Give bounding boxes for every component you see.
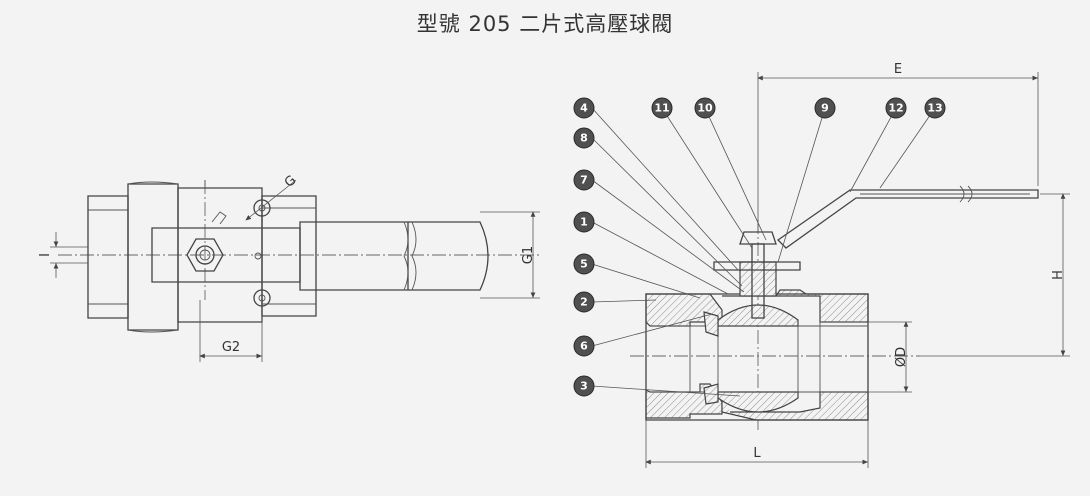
dim-E-label: E [894, 62, 902, 77]
side-view: I G G1 G2 [38, 173, 540, 362]
dim-OD-label: ØD [894, 347, 909, 367]
dim-G2-label: G2 [222, 340, 240, 355]
dim-G-label: G [282, 173, 299, 191]
callout-12: 12 [885, 97, 907, 119]
callout-9: 9 [814, 97, 836, 119]
svg-text:12: 12 [888, 102, 903, 115]
svg-text:6: 6 [580, 340, 588, 353]
dim-G1-label: G1 [521, 246, 536, 264]
section-handle [776, 189, 1039, 249]
svg-text:13: 13 [927, 102, 942, 115]
callout-1: 1 [573, 211, 595, 233]
side-stem-nut [186, 238, 224, 272]
svg-text:8: 8 [580, 132, 588, 145]
svg-text:10: 10 [697, 102, 713, 115]
dim-L-label: L [753, 446, 761, 461]
svg-text:11: 11 [654, 102, 669, 115]
section-ball-top [717, 304, 799, 327]
callout-7: 7 [573, 169, 595, 191]
svg-text:2: 2 [580, 296, 588, 309]
svg-text:4: 4 [580, 102, 588, 115]
svg-text:3: 3 [580, 380, 588, 393]
callout-10: 10 [694, 97, 716, 119]
section-body-left-bottom [645, 383, 723, 419]
callout-13: 13 [924, 97, 946, 119]
section-view: E H ØD L [591, 62, 1070, 468]
side-left-end [87, 195, 129, 319]
callout-2: 2 [573, 291, 595, 313]
callout-8: 8 [573, 127, 595, 149]
section-seat-left [703, 311, 719, 337]
callout-5: 5 [573, 253, 595, 275]
page-title: 型號 205 二片式高壓球閥 [416, 12, 674, 36]
svg-text:1: 1 [580, 216, 588, 229]
side-handle-grip [408, 221, 489, 291]
callout-4: 4 [573, 97, 595, 119]
callout-6: 6 [573, 335, 595, 357]
dim-I-label: I [38, 253, 53, 257]
svg-text:5: 5 [580, 258, 588, 271]
section-stem-housing [739, 261, 777, 297]
callout-11: 11 [651, 97, 673, 119]
svg-text:7: 7 [580, 174, 588, 187]
callout-3: 3 [573, 375, 595, 397]
section-ball-bottom [717, 391, 799, 413]
svg-text:9: 9 [821, 102, 829, 115]
dim-H-label: H [1051, 270, 1066, 280]
side-body-left [127, 183, 179, 331]
section-handle-base [713, 261, 801, 271]
section-body-left-top [645, 293, 723, 327]
side-right-end [261, 195, 317, 317]
